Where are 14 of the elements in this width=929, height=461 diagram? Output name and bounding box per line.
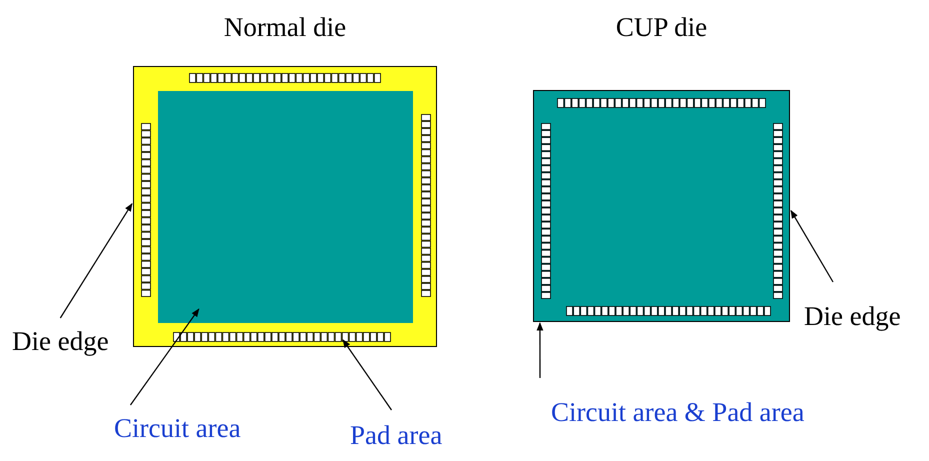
callout-label: Circuit area & Pad area [551, 397, 804, 427]
callout-label: Circuit area [114, 413, 241, 443]
leader-line [790, 210, 834, 282]
pad-row-drawing [173, 329, 391, 339]
die-title: CUP die [616, 12, 708, 42]
leader-line [536, 322, 544, 378]
leader-line [342, 339, 392, 410]
die-title: Normal die [224, 12, 346, 42]
leader-line [130, 308, 200, 406]
circuit-area [158, 91, 413, 323]
callout-label: Die edge [12, 326, 109, 356]
callout-label: Die edge [804, 301, 901, 331]
leader-line [60, 202, 132, 318]
callout-label: Pad area [350, 420, 442, 450]
